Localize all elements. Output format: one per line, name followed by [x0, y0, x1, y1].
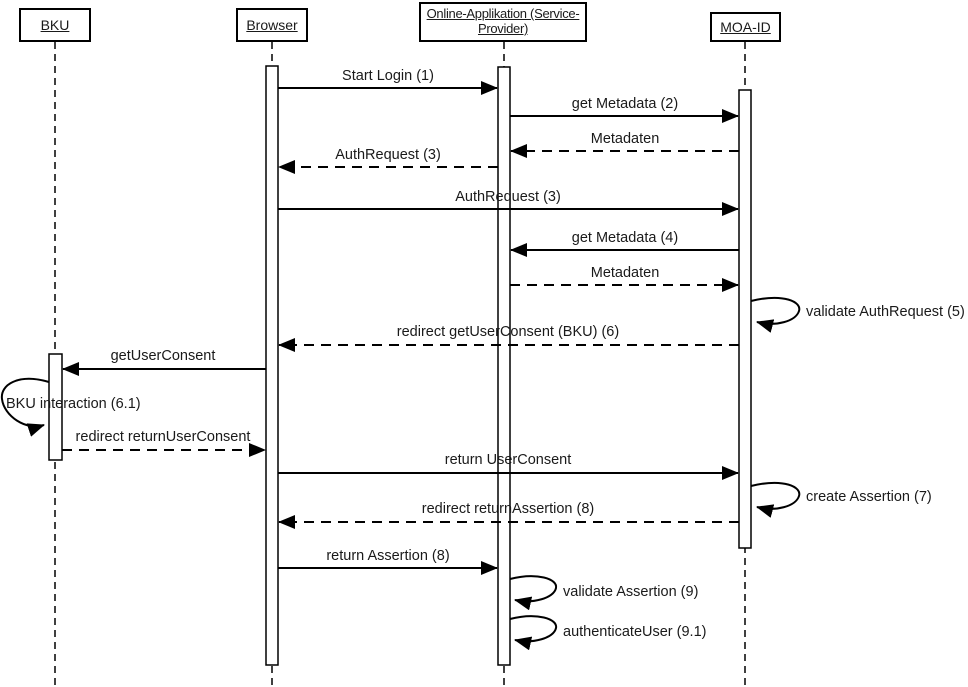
message-label-get-metadata-4: get Metadata (4) — [571, 230, 679, 246]
selfloop-bku-interaction — [0, 377, 50, 437]
message-label-bku-interaction: BKU interaction (6.1) — [6, 396, 141, 412]
actor-moa-id-label: MOA-ID — [720, 18, 771, 35]
selfloop-create-assertion — [750, 481, 801, 518]
activation-online-app — [497, 66, 511, 666]
message-label-start-login: Start Login (1) — [342, 68, 434, 84]
message-label-redirect-returnassertion: redirect returnAssertion (8) — [421, 501, 595, 517]
actor-bku-label: BKU — [40, 16, 70, 33]
actor-online-app: Online-Applikation (Service- Provider) — [419, 2, 587, 42]
message-arrows — [0, 81, 801, 651]
message-label-create-assertion: create Assertion (7) — [806, 489, 932, 505]
selfloop-authenticateuser — [509, 615, 558, 651]
message-label-metadaten-1: Metadaten — [590, 131, 660, 147]
message-label-validate-assertion: validate Assertion (9) — [563, 584, 699, 600]
message-label-metadaten-2: Metadaten — [590, 265, 660, 281]
activation-moa-id — [738, 89, 752, 549]
actor-moa-id: MOA-ID — [710, 12, 781, 42]
message-label-authenticateuser: authenticateUser (9.1) — [563, 624, 707, 640]
selfloop-validate-assertion — [509, 575, 558, 611]
actor-online-app-label-line1: Online-Applikation (Service- — [426, 6, 580, 22]
message-label-get-metadata-2: get Metadata (2) — [571, 96, 679, 112]
message-label-authrequest-browser: AuthRequest (3) — [335, 147, 441, 163]
message-label-getuserconsent: getUserConsent — [110, 348, 216, 364]
message-label-redirect-getuserconsent: redirect getUserConsent (BKU) (6) — [396, 324, 620, 340]
actor-browser-label: Browser — [246, 16, 298, 33]
message-label-return-userconsent: return UserConsent — [444, 452, 572, 468]
actor-bku: BKU — [19, 8, 91, 42]
activation-browser — [265, 65, 279, 666]
activation-bars — [48, 65, 752, 666]
actor-online-app-label-line2: Provider) — [477, 21, 529, 36]
selfloop-validate-authrequest — [750, 296, 801, 333]
message-label-authrequest-moaid: AuthRequest (3) — [455, 189, 561, 205]
message-label-redirect-returnuserconsent: redirect returnUserConsent — [75, 429, 251, 445]
activation-bku — [48, 353, 63, 461]
actor-browser: Browser — [236, 8, 308, 42]
message-label-return-assertion: return Assertion (8) — [326, 548, 450, 564]
message-label-validate-authrequest: validate AuthRequest (5) — [806, 304, 965, 320]
